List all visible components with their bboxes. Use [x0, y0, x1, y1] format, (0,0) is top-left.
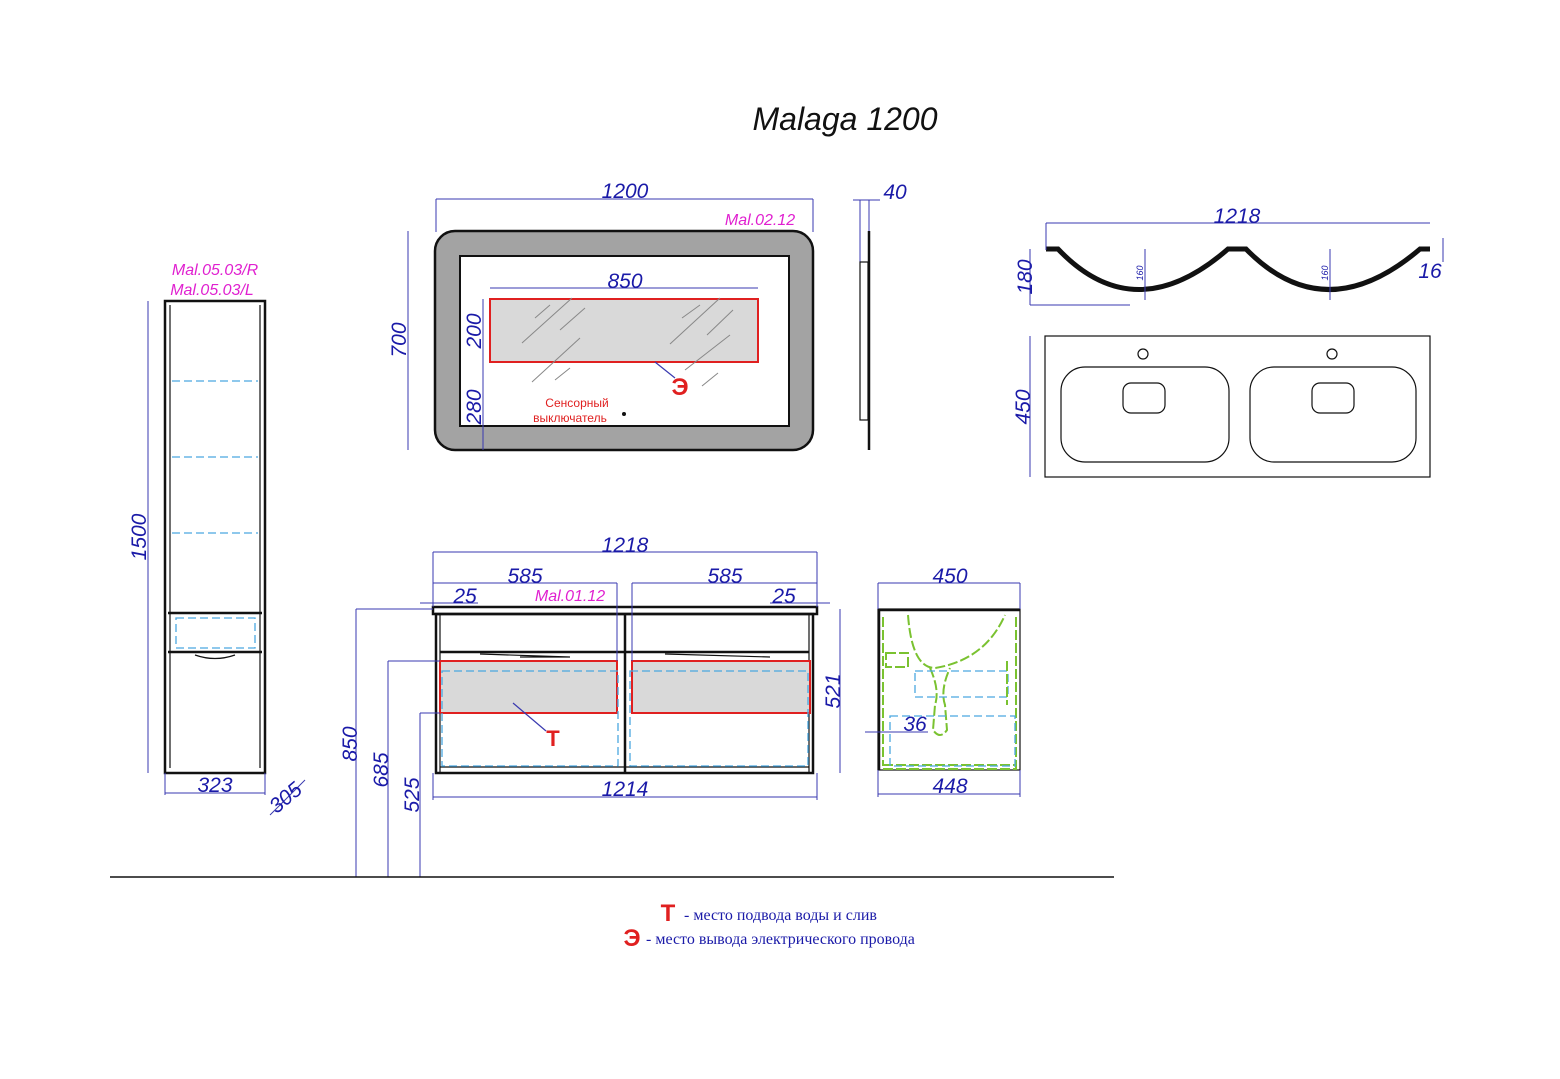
bottom-width-dim: 1214 [602, 778, 649, 801]
total-height-dim: 850 [339, 726, 362, 761]
switch-label-2: выключатель [533, 411, 607, 425]
mirror-view: Э Сенсорный выключатель 1200 850 700 200… [388, 180, 907, 452]
legend: Т - место подвода воды и слив Э - место … [623, 900, 914, 952]
section-right-dim: 585 [707, 565, 742, 588]
water-mark: T [546, 726, 560, 751]
section-left-dim: 585 [507, 565, 542, 588]
vanity-side-view: 450 448 36 [865, 565, 1021, 798]
upper-height-dim: 685 [370, 752, 393, 787]
sink-edge-dim: 16 [1418, 260, 1442, 283]
overhang-left-dim: 25 [452, 585, 477, 608]
column-code-l: Mal.05.03/L [170, 282, 254, 299]
mirror-depth-dim: 40 [883, 181, 907, 204]
bowl-depth-2: 160 [1320, 265, 1330, 280]
sink-plan-view: 450 [1012, 335, 1431, 478]
drawing-title: Malaga 1200 [752, 101, 937, 137]
column-code-r: Mal.05.03/R [172, 262, 259, 279]
body-height-dim: 521 [822, 673, 845, 708]
vanity-front-view: T 1218 585 585 25 25 Mal.01.12 521 1214 … [339, 534, 845, 877]
column-height-dim: 1500 [128, 513, 151, 560]
sink-depth-dim: 450 [1012, 389, 1035, 424]
side-depth-bottom-dim: 448 [932, 775, 967, 798]
sink-height-dim: 180 [1014, 259, 1037, 294]
side-depth-top-dim: 450 [932, 565, 967, 588]
legend-mark-water: Т [661, 900, 676, 927]
touch-switch-icon [622, 412, 626, 416]
overhang-right-dim: 25 [771, 585, 796, 608]
light-height-dim: 200 [463, 313, 486, 349]
faucet-hole-icon [1326, 348, 1338, 360]
column-width-dim: 323 [197, 774, 232, 797]
mirror-height-dim: 700 [388, 322, 411, 357]
light-width-dim: 850 [607, 270, 642, 293]
column-cabinet-view: Mal.05.03/R Mal.05.03/L 1500 323 305 [128, 262, 307, 818]
mirror-code: Mal.02.12 [725, 212, 795, 229]
electric-mark: Э [671, 374, 688, 401]
legend-text-water: - место подвода воды и слив [684, 907, 877, 924]
side-offset-dim: 36 [903, 713, 927, 736]
legend-mark-electric: Э [623, 925, 640, 952]
lower-height-dim: 525 [401, 777, 424, 812]
switch-label-1: Сенсорный [545, 396, 608, 410]
light-offset-dim: 280 [463, 389, 486, 425]
sink-section-view: 1218 180 16 160 160 [1014, 205, 1444, 306]
mirror-width-dim: 1200 [602, 180, 649, 203]
faucet-hole-icon [1137, 348, 1149, 360]
legend-text-electric: - место вывода электрического провода [646, 931, 915, 948]
sink-width-dim: 1218 [1214, 205, 1261, 228]
bowl-depth-1: 160 [1135, 265, 1145, 280]
vanity-width-dim: 1218 [602, 534, 649, 557]
vanity-code: Mal.01.12 [535, 588, 605, 605]
